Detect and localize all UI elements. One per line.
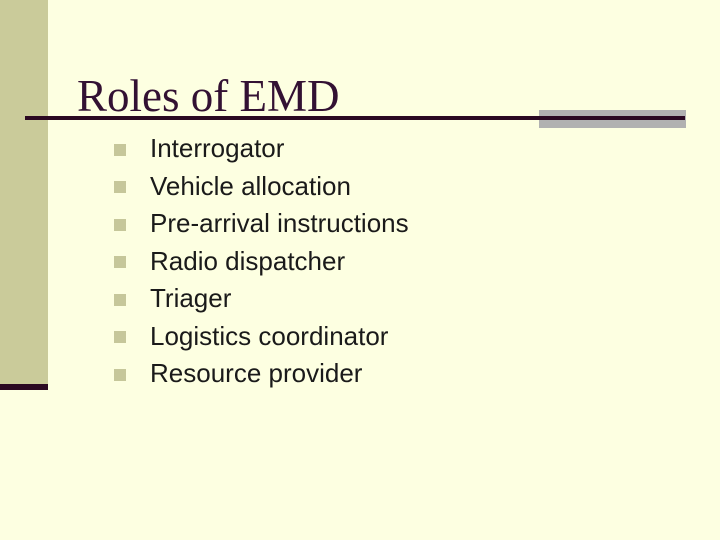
- list-item: Pre-arrival instructions: [114, 205, 409, 243]
- list-item: Logistics coordinator: [114, 318, 409, 356]
- list-item-label: Resource provider: [150, 358, 363, 389]
- list-item-label: Pre-arrival instructions: [150, 208, 409, 239]
- list-item: Vehicle allocation: [114, 168, 409, 206]
- square-bullet-icon: [114, 143, 126, 156]
- square-bullet-icon: [114, 331, 126, 344]
- list-item-label: Triager: [150, 283, 232, 314]
- left-accent-band: [0, 0, 48, 384]
- square-bullet-icon: [114, 368, 126, 381]
- square-bullet-icon: [114, 181, 126, 194]
- square-bullet-icon: [114, 218, 126, 231]
- list-item-label: Vehicle allocation: [150, 170, 351, 201]
- bullet-list: Interrogator Vehicle allocation Pre-arri…: [114, 130, 409, 393]
- left-band-underline: [0, 384, 48, 390]
- slide-title: Roles of EMD: [77, 71, 340, 122]
- list-item-label: Radio dispatcher: [150, 245, 346, 276]
- list-item: Interrogator: [114, 130, 409, 168]
- list-item: Resource provider: [114, 355, 409, 393]
- title-rule-line: [25, 116, 685, 120]
- list-item: Triager: [114, 280, 409, 318]
- square-bullet-icon: [114, 293, 126, 306]
- list-item-label: Logistics coordinator: [150, 320, 389, 351]
- square-bullet-icon: [114, 256, 126, 269]
- list-item: Radio dispatcher: [114, 243, 409, 281]
- list-item-label: Interrogator: [150, 133, 285, 164]
